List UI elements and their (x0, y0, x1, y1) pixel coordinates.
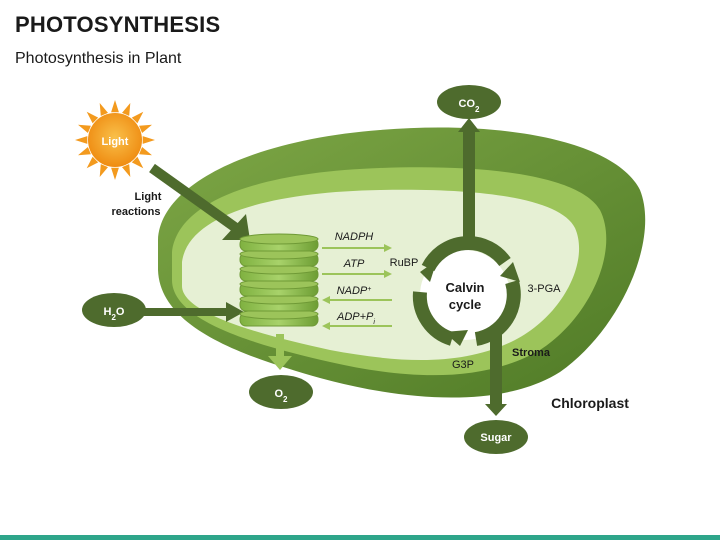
sun-ray (131, 111, 144, 124)
co2-bubble (437, 85, 501, 119)
calvin-label-line2: cycle (449, 297, 482, 312)
h2o-bubble (82, 293, 146, 327)
nadp-label: NADP+ (337, 285, 372, 297)
light-arrow (149, 163, 250, 240)
o2-label: O2 (274, 388, 288, 404)
sun-ray (99, 164, 108, 177)
sun-ray (75, 136, 88, 144)
sugar-arrow (485, 330, 507, 416)
sun-ray (122, 103, 131, 116)
sugar-label: Sugar (480, 432, 512, 444)
energy-carrier-arrows (322, 244, 392, 330)
adp-label: ADP+Pi (336, 311, 375, 326)
sun-ray (111, 100, 119, 113)
co2-arrow (458, 118, 480, 242)
sun-ray (111, 167, 119, 180)
h2o-arrow (140, 302, 244, 322)
light-reactions-label-line1: Light (135, 191, 162, 203)
co2-label: CO2 (459, 98, 481, 114)
sun-ray (139, 147, 152, 156)
sun-icon (75, 100, 155, 180)
calvin-label-line1: Calvin (445, 280, 484, 295)
stroma-label: Stroma (512, 347, 551, 359)
sun-ray (86, 156, 99, 169)
sun-ray (122, 164, 131, 177)
atp-label: ATP (343, 258, 365, 270)
sun-ray (78, 124, 91, 133)
sugar-bubble (464, 420, 528, 454)
slide-subtitle: Photosynthesis in Plant (15, 50, 182, 67)
sun-ray (131, 156, 144, 169)
slide-title: PHOTOSYNTHESIS (15, 12, 221, 37)
sun-ray (142, 136, 155, 144)
sun-ray (86, 111, 99, 124)
sun-ray (99, 103, 108, 116)
pga-label: 3-PGA (527, 283, 561, 295)
g3p-label: G3P (452, 359, 474, 371)
rubp-label: RuBP (390, 257, 419, 269)
nadph-label: NADPH (335, 231, 374, 243)
o2-arrow (268, 334, 292, 370)
sun-ray (139, 124, 152, 133)
sun-ray (78, 147, 91, 156)
light-reactions-label-line2: reactions (112, 206, 161, 218)
thylakoid-stack (239, 233, 319, 327)
h2o-label: H2O (104, 306, 125, 322)
light-label: Light (102, 136, 129, 148)
thylakoid-disc-top (239, 233, 319, 245)
calvin-cycle (412, 236, 521, 346)
o2-bubble (249, 375, 313, 409)
chloroplast-label: Chloroplast (551, 395, 629, 411)
bottom-accent-bar (0, 535, 720, 540)
